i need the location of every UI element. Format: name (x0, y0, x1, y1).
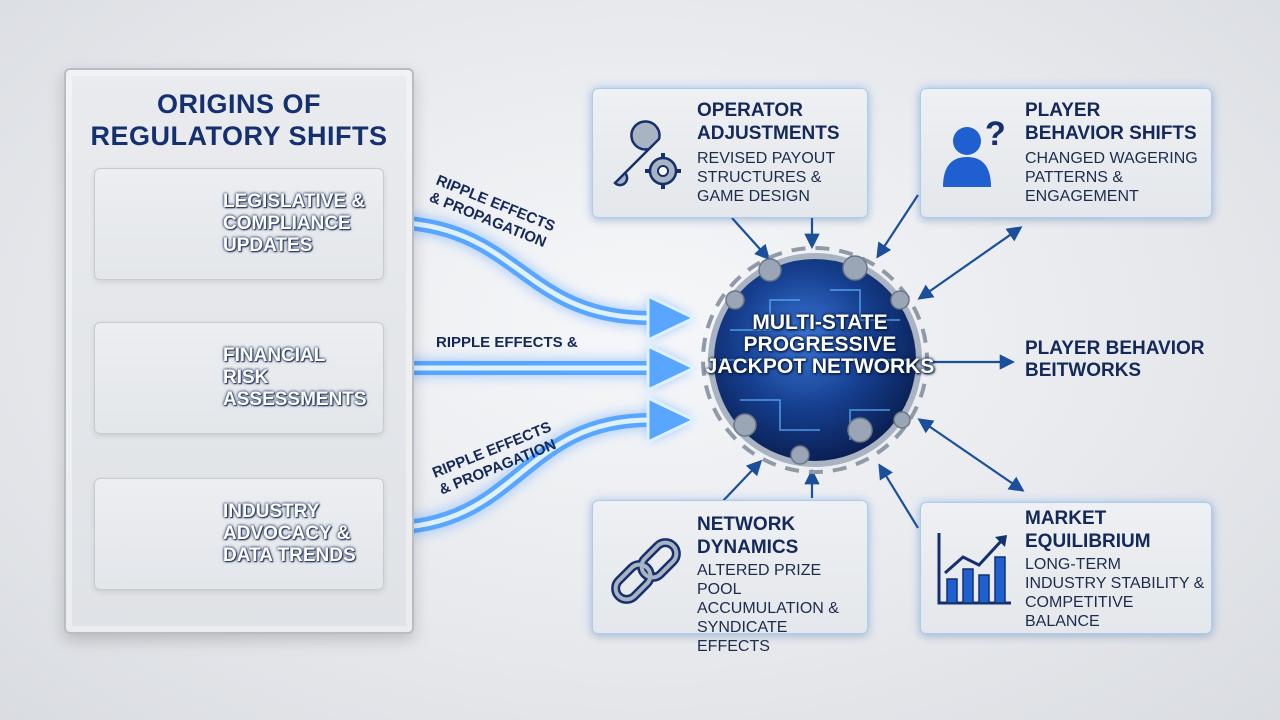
connector-operator-1 (731, 217, 771, 261)
chain-link-icon (611, 538, 681, 604)
connector-player-2 (917, 226, 1023, 300)
origin-label-financial: FINANCIAL RISK ASSESSMENTS (223, 345, 367, 410)
network-desc: ALTERED PRIZE POOL ACCUMULATION & SYNDIC… (697, 562, 839, 655)
origin-label-industry: INDUSTRY ADVOCACY & DATA TRENDS (223, 501, 356, 566)
circuit-globe-icon (701, 246, 929, 474)
ripple-arrow-bottom (378, 395, 698, 535)
operator-desc: REVISED PAYOUT STRUCTURES & GAME DESIGN (697, 150, 835, 205)
origins-title: ORIGINS OF REGULATORY SHIFTS (90, 89, 388, 151)
ripple-arrow-middle (378, 343, 698, 393)
ripple-arrow-top (378, 215, 698, 343)
origin-card-financial[interactable]: FINANCIAL RISK ASSESSMENTS (94, 322, 384, 434)
operator-title: OPERATOR ADJUSTMENTS (697, 100, 840, 144)
outcome-box-market[interactable]: MARKET EQUILIBRIUM LONG-TERM INDUSTRY ST… (920, 502, 1212, 634)
wrench-gear-icon (613, 120, 681, 189)
bar-chart-icon (937, 533, 1011, 605)
origin-label-legislative: LEGISLATIVE & COMPLIANCE UPDATES (223, 191, 366, 256)
hub-title: MULTI-STATE PROGRESSIVE JACKPOT NETWORKS (705, 311, 935, 378)
side-label: PLAYER BEHAVIOR BEITWORKS (1025, 338, 1205, 381)
network-title: NETWORK DYNAMICS (697, 514, 799, 558)
flow-label-middle: RIPPLE EFFECTS & (436, 334, 578, 351)
connector-player-1 (876, 194, 919, 259)
player-title: PLAYER BEHAVIOR SHIFTS (1025, 100, 1197, 144)
connector-market-1 (917, 418, 1025, 492)
outcome-box-operator[interactable]: OPERATOR ADJUSTMENTS REVISED PAYOUT STRU… (592, 88, 868, 218)
market-desc: LONG-TERM INDUSTRY STABILITY & COMPETITI… (1025, 556, 1205, 630)
origin-card-legislative[interactable]: LEGISLATIVE & COMPLIANCE UPDATES (94, 168, 384, 280)
connector-market-2 (878, 463, 919, 529)
connector-network-1 (721, 459, 763, 503)
market-title: MARKET EQUILIBRIUM (1025, 508, 1151, 552)
origin-card-industry[interactable]: INDUSTRY ADVOCACY & DATA TRENDS (94, 478, 384, 590)
outcome-box-network[interactable]: NETWORK DYNAMICS ALTERED PRIZE POOL ACCU… (592, 500, 868, 655)
player-desc: CHANGED WAGERING PATTERNS & ENGAGEMENT (1025, 150, 1198, 205)
outcome-box-player[interactable]: ? PLAYER BEHAVIOR SHIFTS CHANGED WAGERIN… (920, 88, 1212, 218)
person-question-icon: ? (943, 115, 1006, 187)
svg-text:?: ? (985, 115, 1006, 153)
